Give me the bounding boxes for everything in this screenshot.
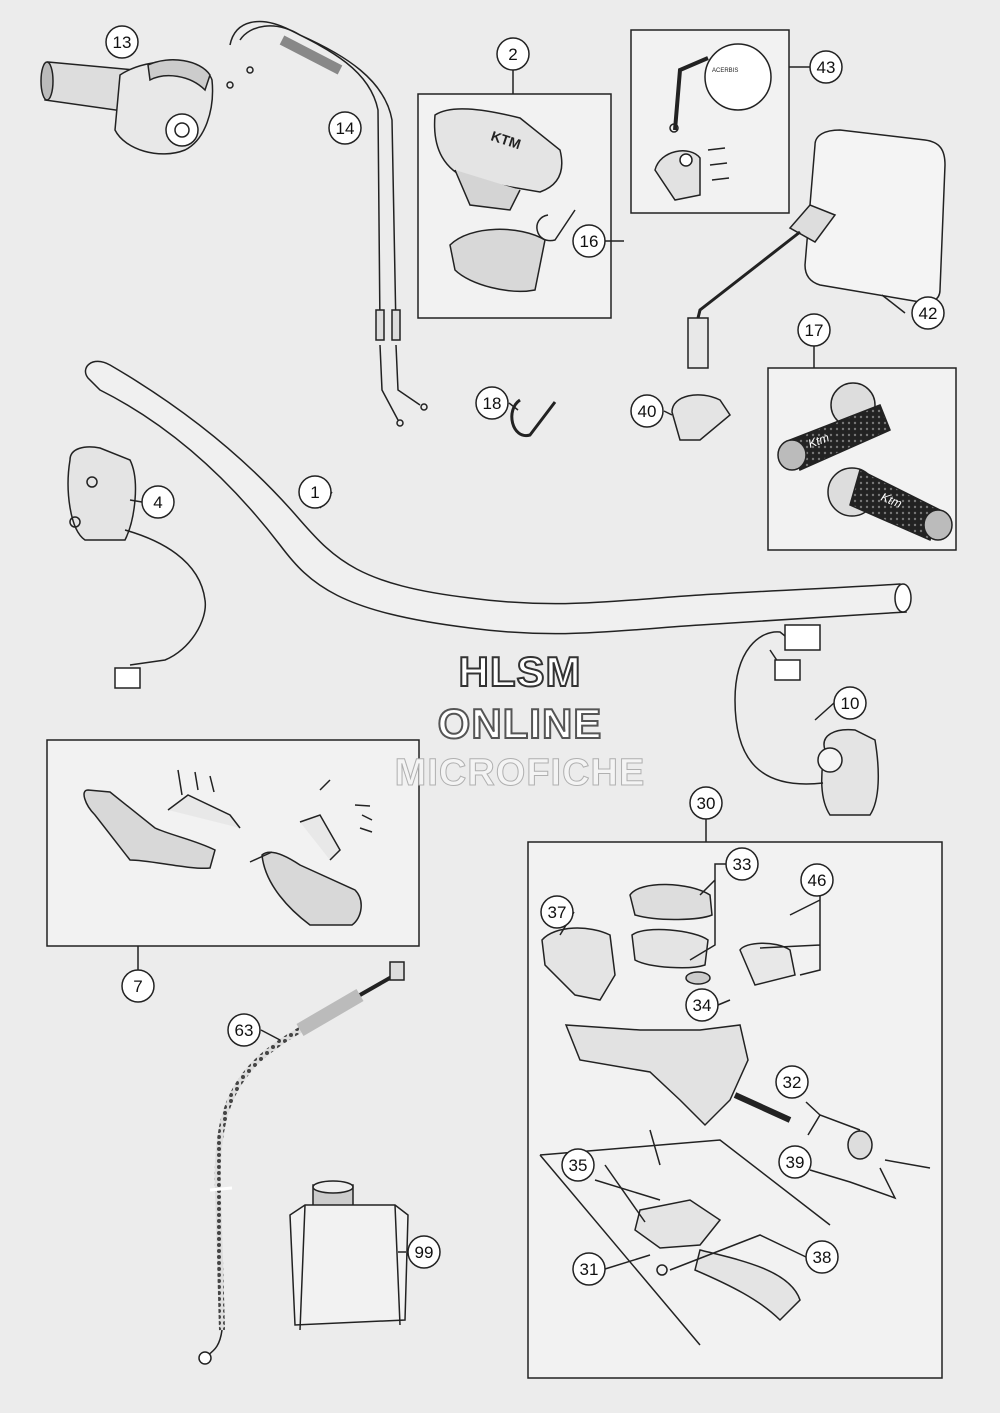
callout-number: 34 xyxy=(693,996,712,1015)
callout-circle xyxy=(105,25,139,59)
cable-tie-18 xyxy=(510,398,557,437)
callout-circle xyxy=(141,485,175,519)
callout-circle xyxy=(407,1235,441,1269)
callout-17: 17 xyxy=(797,313,831,347)
callout-63: 63 xyxy=(227,1013,261,1047)
callout-number: 10 xyxy=(841,694,860,713)
hydraulic-line-63 xyxy=(198,961,405,1365)
callout-33: 33 xyxy=(725,847,759,881)
callout-circle xyxy=(685,988,719,1022)
callout-circle xyxy=(561,1148,595,1182)
callout-number: 42 xyxy=(919,304,938,323)
callout-circle xyxy=(540,895,574,929)
watermark-line-2: ONLINE xyxy=(437,699,603,748)
callout-circle xyxy=(778,1145,812,1179)
callout-circle xyxy=(630,394,664,428)
callout-43: 43 xyxy=(809,50,843,84)
callout-number: 35 xyxy=(569,1156,588,1175)
callout-circle xyxy=(725,847,759,881)
callout-14: 14 xyxy=(328,111,362,145)
callout-2: 2 xyxy=(496,37,530,71)
callout-circle xyxy=(572,1252,606,1286)
callout-39: 39 xyxy=(778,1145,812,1179)
callout-circle xyxy=(328,111,362,145)
callout-number: 17 xyxy=(805,321,824,340)
callout-30: 30 xyxy=(689,786,723,820)
throttle-assembly xyxy=(40,59,214,155)
callout-circle xyxy=(800,863,834,897)
callout-number: 13 xyxy=(113,33,132,52)
callout-number: 43 xyxy=(817,58,836,77)
callout-number: 1 xyxy=(310,483,319,502)
callout-number: 40 xyxy=(638,402,657,421)
mirror-43: ACERBIS xyxy=(654,43,772,201)
callout-number: 16 xyxy=(580,232,599,251)
callout-34: 34 xyxy=(685,988,719,1022)
handguards-7 xyxy=(83,769,373,926)
callout-number: 18 xyxy=(483,394,502,413)
callout-circle xyxy=(775,1065,809,1099)
callout-46: 46 xyxy=(800,863,834,897)
callout-number: 39 xyxy=(786,1153,805,1172)
callout-13: 13 xyxy=(105,25,139,59)
callout-number: 33 xyxy=(733,855,752,874)
handlebar-pad: KTM xyxy=(433,108,563,293)
callout-10: 10 xyxy=(833,686,867,720)
callout-18: 18 xyxy=(475,386,509,420)
callout-1: 1 xyxy=(298,475,332,509)
callout-number: 38 xyxy=(813,1248,832,1267)
callout-circle xyxy=(797,313,831,347)
callout-number: 37 xyxy=(548,903,567,922)
callout-number: 32 xyxy=(783,1073,802,1092)
callout-42: 42 xyxy=(911,296,945,330)
callout-number: 46 xyxy=(808,871,827,890)
callout-circle xyxy=(298,475,332,509)
box-30 xyxy=(527,841,943,1379)
callout-number: 2 xyxy=(508,45,517,64)
callout-99: 99 xyxy=(407,1235,441,1269)
callout-32: 32 xyxy=(775,1065,809,1099)
callout-number: 4 xyxy=(153,493,162,512)
mirror-42 xyxy=(687,129,946,369)
callout-circle xyxy=(911,296,945,330)
switch-4 xyxy=(67,446,207,689)
callout-circle xyxy=(833,686,867,720)
grips-17: Ktm Ktm xyxy=(777,382,953,542)
brake-master-cylinder-30 xyxy=(541,883,931,1322)
callout-circle xyxy=(689,786,723,820)
cable-tie-16 xyxy=(536,209,576,242)
callout-4: 4 xyxy=(141,485,175,519)
watermark-line-1: HLSM xyxy=(458,647,582,696)
oil-bottle-99 xyxy=(289,1180,409,1331)
callout-number: 63 xyxy=(235,1021,254,1040)
callout-7: 7 xyxy=(121,969,155,1003)
clamp-40 xyxy=(671,394,731,441)
callout-35: 35 xyxy=(561,1148,595,1182)
callout-40: 40 xyxy=(630,394,664,428)
callout-37: 37 xyxy=(540,895,574,929)
callout-circle xyxy=(809,50,843,84)
switch-10 xyxy=(734,624,880,816)
callout-circle xyxy=(805,1240,839,1274)
callout-circle xyxy=(121,969,155,1003)
svg-text:Ktm: Ktm xyxy=(806,430,831,450)
callout-16: 16 xyxy=(572,224,606,258)
svg-text:ACERBIS: ACERBIS xyxy=(712,68,738,74)
callout-number: 7 xyxy=(133,977,142,996)
callout-number: 14 xyxy=(336,119,355,138)
callout-circle xyxy=(572,224,606,258)
callout-number: 99 xyxy=(415,1243,434,1262)
callout-circle xyxy=(227,1013,261,1047)
throttle-cables xyxy=(226,20,428,427)
callout-circle xyxy=(475,386,509,420)
callout-31: 31 xyxy=(572,1252,606,1286)
callout-number: 31 xyxy=(580,1260,599,1279)
watermark-line-3: MICROFICHE xyxy=(394,752,646,795)
callout-circle xyxy=(496,37,530,71)
callout-38: 38 xyxy=(805,1240,839,1274)
handlebar xyxy=(84,360,907,635)
callout-number: 30 xyxy=(697,794,716,813)
